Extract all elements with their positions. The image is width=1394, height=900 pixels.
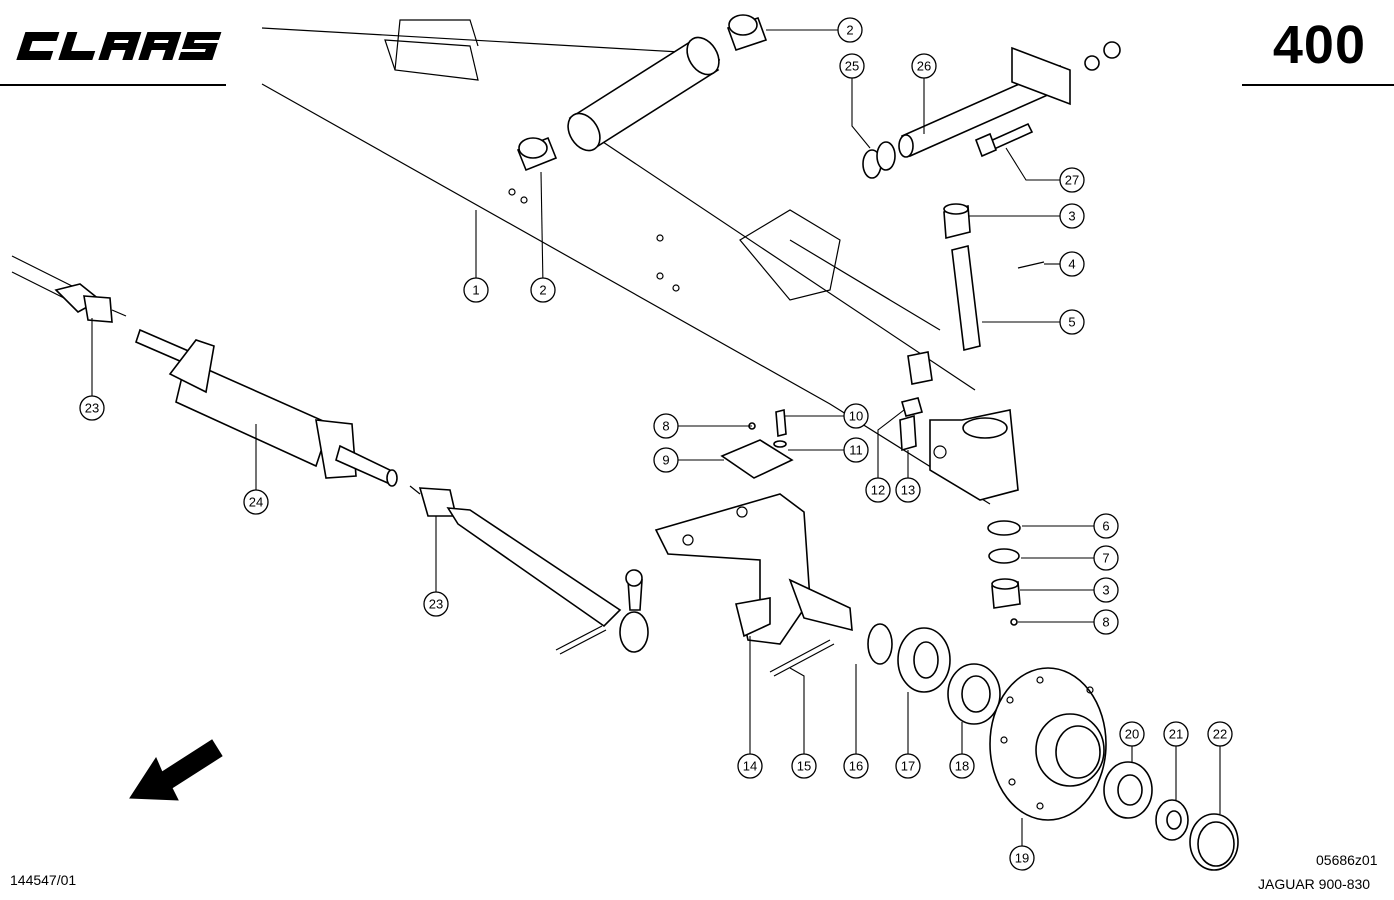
callout-label: 21 xyxy=(1169,727,1183,742)
direction-arrow xyxy=(129,739,223,801)
washer-7 xyxy=(988,548,1020,564)
callout-label: 16 xyxy=(849,759,863,774)
callout-17: 17 xyxy=(895,753,921,779)
callout-22: 22 xyxy=(1207,721,1233,747)
callout-label: 8 xyxy=(1102,615,1109,630)
leader-lines xyxy=(91,29,1221,846)
callout-label: 25 xyxy=(845,59,859,74)
callout-9: 9 xyxy=(653,447,679,473)
callout-26: 26 xyxy=(911,53,937,79)
callout-label: 2 xyxy=(539,283,546,298)
tie-rod-left xyxy=(11,255,127,323)
callout-label: 3 xyxy=(1068,209,1075,224)
callout-label: 11 xyxy=(849,443,863,458)
callout-3a: 3 xyxy=(1059,203,1085,229)
callout-2b: 2 xyxy=(837,17,863,43)
callout-label: 2 xyxy=(846,23,853,38)
callout-label: 1 xyxy=(472,283,479,298)
callout-15: 15 xyxy=(791,753,817,779)
callout-label: 4 xyxy=(1068,257,1075,272)
callout-label: 13 xyxy=(901,483,915,498)
king-pin xyxy=(943,203,1045,351)
pivot-pin xyxy=(898,41,1121,158)
callout-label: 8 xyxy=(662,419,669,434)
callout-label: 17 xyxy=(901,759,915,774)
bolt-27 xyxy=(974,122,1034,158)
callout-6: 6 xyxy=(1093,513,1119,539)
header-rule-left xyxy=(0,84,226,86)
callout-25: 25 xyxy=(839,53,865,79)
callout-4: 4 xyxy=(1059,251,1085,277)
callout-2a: 2 xyxy=(530,277,556,303)
callout-label: 9 xyxy=(662,453,669,468)
callout-label: 23 xyxy=(85,401,99,416)
outer-bearing xyxy=(1103,761,1153,819)
circlip xyxy=(867,623,893,665)
shim-ring-2 xyxy=(876,141,896,171)
callout-label: 12 xyxy=(871,483,885,498)
stub-axle xyxy=(654,493,853,645)
callout-label: 18 xyxy=(955,759,969,774)
callout-8a: 8 xyxy=(653,413,679,439)
hub-cap xyxy=(1189,813,1239,871)
callout-label: 5 xyxy=(1068,315,1075,330)
callout-label: 3 xyxy=(1102,583,1109,598)
tie-rod-middle xyxy=(409,485,649,655)
callout-8b: 8 xyxy=(1093,609,1119,635)
callout-label: 15 xyxy=(797,759,811,774)
left-code: 144547/01 xyxy=(10,872,77,888)
inner-bearing xyxy=(947,663,1001,725)
callout-label: 27 xyxy=(1065,173,1079,188)
callout-7: 7 xyxy=(1093,545,1119,571)
callout-18: 18 xyxy=(949,753,975,779)
callout-label: 23 xyxy=(429,597,443,612)
callout-27: 27 xyxy=(1059,167,1085,193)
callout-label: 24 xyxy=(249,495,263,510)
steering-cylinder xyxy=(135,328,398,487)
callout-13: 13 xyxy=(895,477,921,503)
bush-lower xyxy=(991,578,1021,609)
wheel-hub xyxy=(989,667,1107,821)
split-pin xyxy=(769,639,835,677)
steering-knuckle-arm xyxy=(899,351,1019,501)
callout-12: 12 xyxy=(865,477,891,503)
callout-label: 6 xyxy=(1102,519,1109,534)
claas-logo xyxy=(16,32,222,60)
drawing-code: 05686z01 xyxy=(1316,852,1378,868)
bushing-right xyxy=(726,14,768,52)
cover-plate xyxy=(720,408,794,479)
model-name: JAGUAR 900-830 xyxy=(1258,876,1371,892)
washer-6 xyxy=(987,520,1021,536)
callout-16: 16 xyxy=(843,753,869,779)
castle-nut xyxy=(1155,799,1189,841)
callout-11: 11 xyxy=(843,437,869,463)
bushing-left xyxy=(516,136,558,172)
callout-23a: 23 xyxy=(79,395,105,421)
callout-label: 20 xyxy=(1125,727,1139,742)
callout-21: 21 xyxy=(1163,721,1189,747)
callout-label: 10 xyxy=(849,409,863,424)
grease-nipple-lower xyxy=(1010,618,1018,626)
callout-23b: 23 xyxy=(423,591,449,617)
header-rule-right xyxy=(1242,84,1394,86)
callout-3b: 3 xyxy=(1093,577,1119,603)
callout-24: 24 xyxy=(243,489,269,515)
callout-19: 19 xyxy=(1009,845,1035,871)
callout-label: 19 xyxy=(1015,851,1029,866)
callout-label: 22 xyxy=(1213,727,1227,742)
callout-1: 1 xyxy=(463,277,489,303)
callout-label: 14 xyxy=(743,759,757,774)
page-number: 400 xyxy=(1272,15,1366,75)
seal-ring xyxy=(897,627,951,693)
callout-label: 26 xyxy=(917,59,931,74)
callout-20: 20 xyxy=(1119,721,1145,747)
callout-label: 7 xyxy=(1102,551,1109,566)
callout-14: 14 xyxy=(737,753,763,779)
callout-10: 10 xyxy=(843,403,869,429)
callout-5: 5 xyxy=(1059,309,1085,335)
pivot-tube xyxy=(567,36,720,152)
